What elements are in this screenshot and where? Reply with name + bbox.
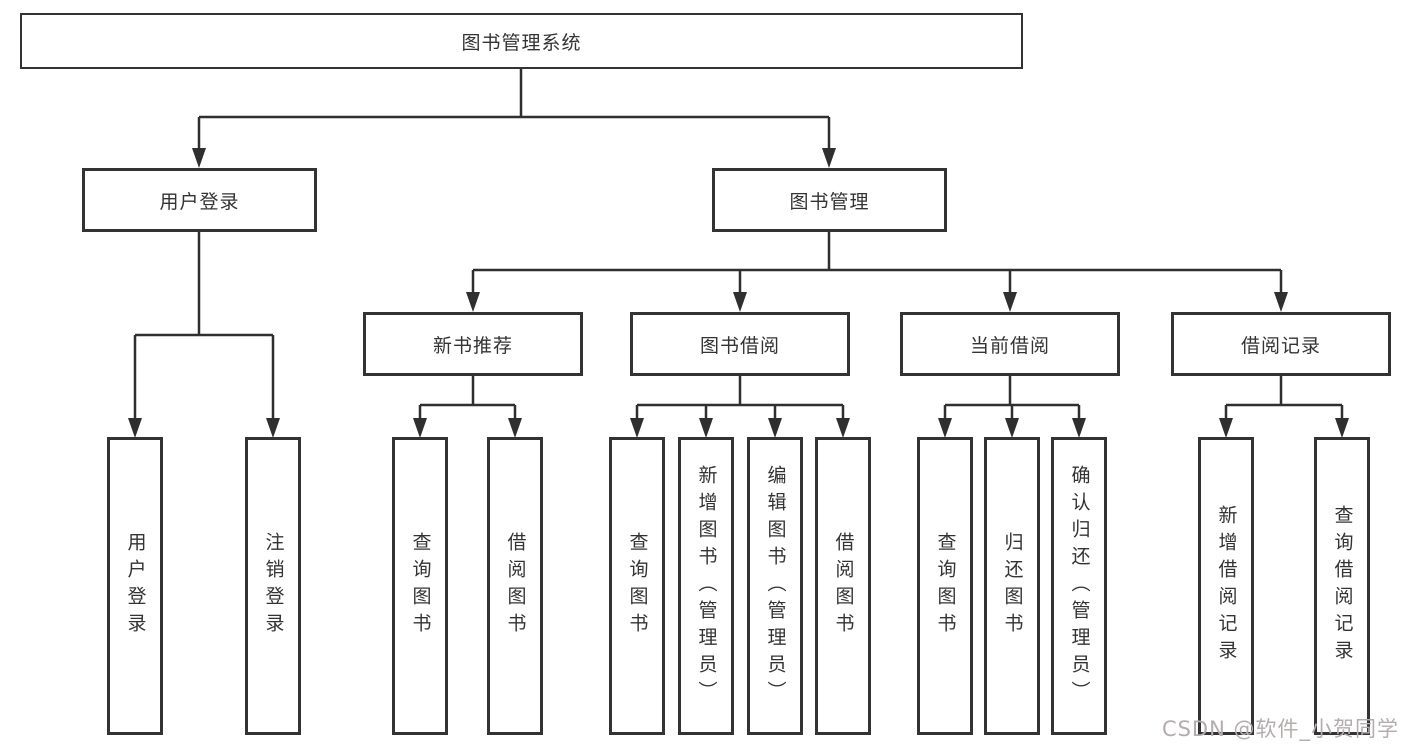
leaf-nb-query-books: 查询图书 xyxy=(392,437,448,735)
leaf-cb-confirm-return-admin: 确认归还（管理员） xyxy=(1051,437,1107,735)
node-label: 图书管理 xyxy=(789,190,870,213)
leaf-logout: 注销登录 xyxy=(245,437,301,735)
root-node-label: 图书管理系统 xyxy=(461,31,582,54)
leaf-user-login: 用户登录 xyxy=(107,437,163,735)
arrow-down-icon xyxy=(128,418,142,438)
arrow-down-icon xyxy=(822,148,836,168)
arrow-down-icon xyxy=(1335,418,1349,438)
leaf-label: 借阅图书 xyxy=(504,532,527,640)
leaf-bb-edit-book-admin: 编辑图书（管理员） xyxy=(747,437,803,735)
leaf-label: 查询图书 xyxy=(409,532,432,640)
leaf-label: 查询借阅记录 xyxy=(1331,505,1354,667)
node-user-login: 用户登录 xyxy=(82,168,317,232)
leaf-bb-add-book-admin: 新增图书（管理员） xyxy=(678,437,734,735)
arrow-down-icon xyxy=(466,292,480,312)
root-node-library-system: 图书管理系统 xyxy=(20,13,1023,69)
arrow-down-icon xyxy=(508,418,522,438)
node-current-borrowing: 当前借阅 xyxy=(900,312,1120,376)
leaf-cb-return-books: 归还图书 xyxy=(984,437,1040,735)
node-label: 新书推荐 xyxy=(432,334,513,357)
arrow-down-icon xyxy=(1219,418,1233,438)
leaf-label: 归还图书 xyxy=(1001,532,1024,640)
arrow-down-icon xyxy=(836,418,850,438)
leaf-br-query-record: 查询借阅记录 xyxy=(1314,437,1370,735)
arrow-down-icon xyxy=(630,418,644,438)
node-label: 借阅记录 xyxy=(1240,334,1321,357)
arrow-down-icon xyxy=(413,418,427,438)
leaf-label: 注销登录 xyxy=(262,532,285,640)
arrow-down-icon xyxy=(733,292,747,312)
leaf-label: 查询图书 xyxy=(626,532,649,640)
arrow-down-icon xyxy=(1003,292,1017,312)
node-label: 图书借阅 xyxy=(699,334,780,357)
leaf-bb-query-books: 查询图书 xyxy=(609,437,665,735)
leaf-label: 新增借阅记录 xyxy=(1215,505,1238,667)
node-book-management: 图书管理 xyxy=(712,168,947,232)
arrow-down-icon xyxy=(1005,418,1019,438)
node-book-borrowing: 图书借阅 xyxy=(630,312,850,376)
arrow-down-icon xyxy=(266,418,280,438)
leaf-label: 新增图书（管理员） xyxy=(695,464,718,708)
leaf-label: 用户登录 xyxy=(124,532,147,640)
arrow-down-icon xyxy=(768,418,782,438)
arrow-down-icon xyxy=(699,418,713,438)
leaf-label: 借阅图书 xyxy=(832,532,855,640)
arrow-down-icon xyxy=(1072,418,1086,438)
leaf-cb-query-books: 查询图书 xyxy=(917,437,973,735)
arrow-down-icon xyxy=(192,148,206,168)
leaf-label: 编辑图书（管理员） xyxy=(764,464,787,708)
arrow-down-icon xyxy=(938,418,952,438)
node-borrowing-records: 借阅记录 xyxy=(1171,312,1391,376)
node-new-book-recommend: 新书推荐 xyxy=(363,312,583,376)
node-label: 当前借阅 xyxy=(969,334,1050,357)
leaf-nb-borrow-books: 借阅图书 xyxy=(487,437,543,735)
leaf-label: 确认归还（管理员） xyxy=(1068,464,1091,708)
leaf-label: 查询图书 xyxy=(934,532,957,640)
connector-paths xyxy=(133,69,1344,420)
node-label: 用户登录 xyxy=(159,190,240,213)
leaf-bb-borrow-books: 借阅图书 xyxy=(815,437,871,735)
arrowhead-group xyxy=(128,148,1349,438)
arrow-down-icon xyxy=(1274,292,1288,312)
leaf-br-add-record: 新增借阅记录 xyxy=(1198,437,1254,735)
